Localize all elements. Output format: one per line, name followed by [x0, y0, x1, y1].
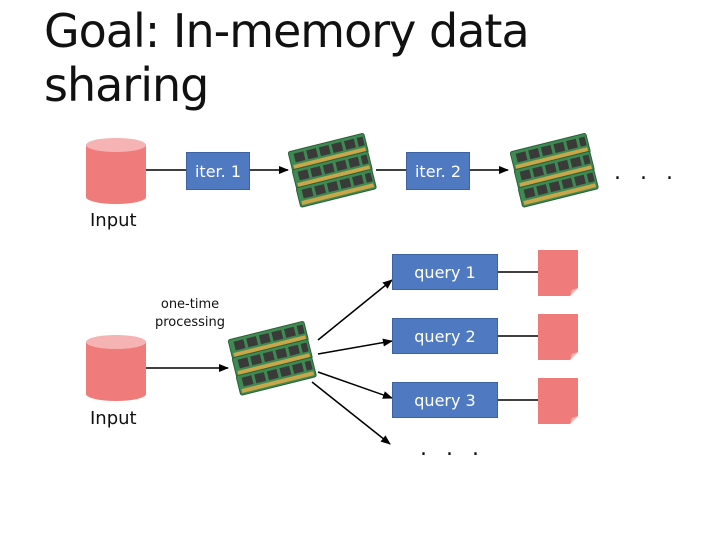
bottom-input-label: Input: [90, 408, 137, 429]
query-3-box: query 3: [392, 382, 498, 418]
iter-2-box: iter. 2: [406, 152, 470, 190]
title-line-1: Goal: In-memory data: [44, 4, 530, 58]
arrow-to-query1: [317, 279, 393, 341]
process-label-line-2: processing: [154, 315, 226, 330]
query1-result-document-icon: [538, 250, 578, 296]
one-time-processing-label: one-time processing: [138, 296, 242, 332]
arrow-to-query2: [317, 338, 393, 355]
top-input-label: Input: [90, 210, 137, 231]
top-ram-module-icon-2: [510, 133, 599, 207]
top-ram-module-icon-1: [288, 133, 377, 207]
bottom-input-database-icon: [86, 335, 146, 401]
iter-1-box: iter. 1: [186, 152, 250, 190]
arrow-to-query3: [317, 371, 393, 399]
top-input-database-icon: [86, 138, 146, 204]
title-line-2: sharing: [44, 58, 209, 112]
arrow-to-more: [311, 381, 391, 445]
slide-title: Goal: In-memory data sharing: [44, 4, 644, 112]
bottom-ellipsis: . . .: [420, 436, 485, 461]
query-1-box: query 1: [392, 254, 498, 290]
query2-result-document-icon: [538, 314, 578, 360]
query3-result-document-icon: [538, 378, 578, 424]
bottom-ram-module-icon: [228, 321, 317, 395]
query-2-box: query 2: [392, 318, 498, 354]
process-label-line-1: one-time: [160, 297, 220, 312]
top-ellipsis: . . .: [614, 160, 679, 185]
